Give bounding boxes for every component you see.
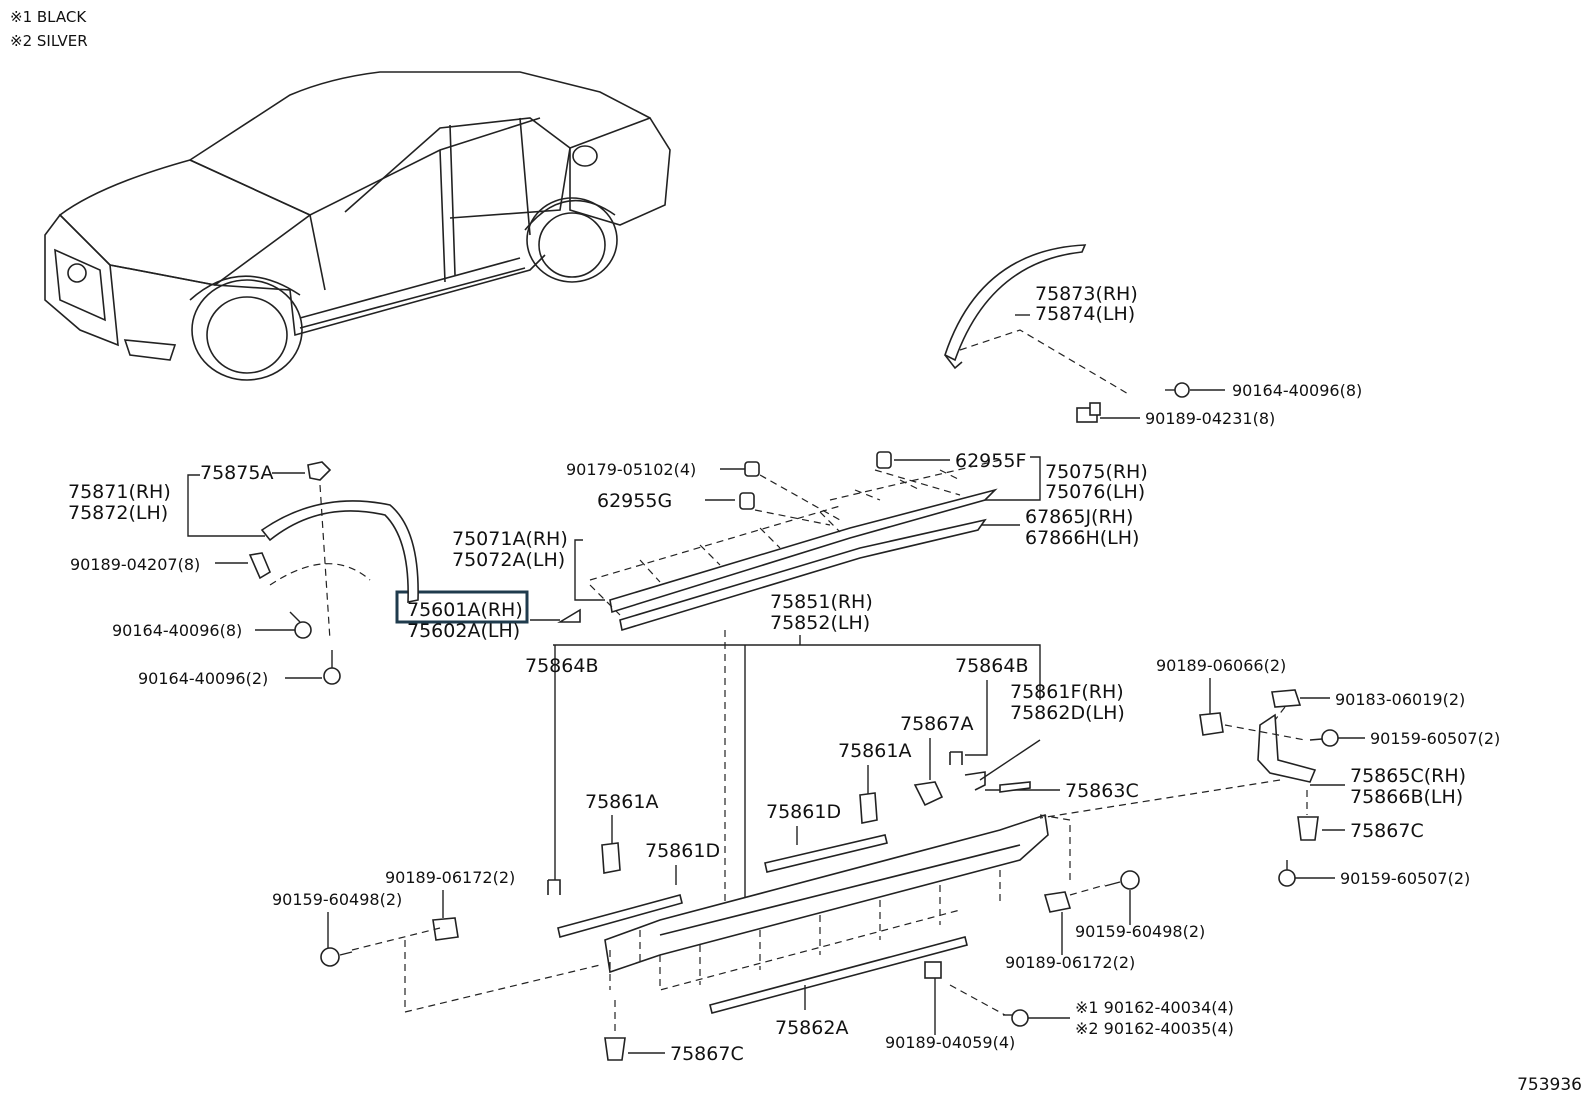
label-90183-06019: 90183-06019(2)	[1335, 690, 1465, 709]
clip-part	[964, 771, 986, 791]
label-75871: 75871(RH)	[68, 481, 171, 503]
label-62955G: 62955G	[597, 490, 672, 512]
nut-icon	[1043, 891, 1072, 913]
label-90164-40096-8: 90164-40096(8)	[112, 621, 242, 640]
screw-icon	[1278, 860, 1296, 887]
label-75072A: 75072A(LH)	[452, 549, 565, 571]
label-90159-60498-left: 90159-60498(2)	[272, 890, 402, 909]
label-75861A-left: 75861A	[585, 791, 658, 813]
label-75862D: 75862D(LH)	[1010, 702, 1125, 724]
label-75861A-mid: 75861A	[838, 740, 911, 762]
screw-icon	[1309, 729, 1339, 747]
note-silver: ※2 SILVER	[10, 32, 88, 50]
clip-icon	[1297, 816, 1319, 841]
rocker-molding-upper	[609, 488, 998, 614]
seal-strip	[557, 894, 683, 938]
label-90162-40034: ※1 90162-40034(4)	[1075, 998, 1234, 1017]
label-75861D-mid: 75861D	[766, 801, 841, 823]
clip-icon	[1271, 689, 1302, 708]
front-arch-molding	[260, 500, 419, 603]
clip-bracket	[547, 879, 561, 895]
nut-icon	[432, 917, 459, 941]
label-90189-04207: 90189-04207(8)	[70, 555, 200, 574]
label-90189-04231: 90189-04231(8)	[1145, 409, 1275, 428]
label-90189-06066: 90189-06066(2)	[1156, 656, 1286, 675]
label-75864B-left: 75864B	[525, 655, 598, 677]
nut-icon	[913, 781, 944, 807]
screw-icon	[1003, 1009, 1029, 1027]
clip-icon	[604, 1037, 626, 1061]
label-67866H: 67866H(LH)	[1025, 527, 1139, 549]
label-75863C: 75863C	[1065, 780, 1139, 802]
label-90189-06172-left: 90189-06172(2)	[385, 868, 515, 887]
label-75867A: 75867A	[900, 713, 973, 735]
label-67865J: 67865J(RH)	[1025, 506, 1133, 528]
clip-icon	[924, 961, 942, 979]
label-75851: 75851(RH)	[770, 591, 873, 613]
label-75861F: 75861F(RH)	[1010, 681, 1124, 703]
seal-strip-bottom	[709, 936, 968, 1014]
label-75865C: 75865C(RH)	[1350, 765, 1466, 787]
clip-icon	[744, 461, 760, 477]
label-75873: 75873(RH)	[1035, 283, 1138, 305]
label-75874: 75874(LH)	[1035, 303, 1135, 325]
label-90159-60498-right: 90159-60498(2)	[1075, 922, 1205, 941]
clip-bracket	[949, 751, 963, 765]
label-75867C-bottom: 75867C	[670, 1043, 744, 1065]
clip-icon	[248, 552, 272, 580]
label-75602A: 75602A(LH)	[407, 620, 520, 642]
label-75864B-right: 75864B	[955, 655, 1028, 677]
label-75601A[interactable]: 75601A(RH)	[407, 599, 523, 621]
label-90189-04059: 90189-04059(4)	[885, 1033, 1015, 1052]
label-62955F: 62955F	[955, 450, 1026, 472]
label-75866B: 75866B(LH)	[1350, 786, 1463, 808]
label-75852: 75852(LH)	[770, 612, 870, 634]
clip-icon	[739, 492, 755, 510]
clip-icon	[876, 451, 892, 469]
label-90159-60507-bot: 90159-60507(2)	[1340, 869, 1470, 888]
screw-icon	[289, 611, 312, 639]
label-90189-06172-right: 90189-06172(2)	[1005, 953, 1135, 972]
label-75075: 75075(RH)	[1045, 461, 1148, 483]
clip-part	[601, 842, 621, 874]
label-90179-05102: 90179-05102(4)	[566, 460, 696, 479]
label-75867C-right: 75867C	[1350, 820, 1424, 842]
rear-bracket	[1257, 713, 1317, 783]
label-75875A: 75875A	[200, 462, 273, 484]
screw-icon	[1165, 382, 1190, 398]
clip-icon	[1076, 402, 1101, 423]
clip-icon	[307, 461, 332, 481]
end-cap-part	[557, 608, 581, 623]
note-black: ※1 BLACK	[10, 8, 87, 26]
clip-part	[859, 792, 878, 824]
label-90164-40096-top: 90164-40096(8)	[1232, 381, 1362, 400]
diagram-id: 753936	[1517, 1075, 1582, 1095]
label-90159-60507-top: 90159-60507(2)	[1370, 729, 1500, 748]
rear-arch-molding	[944, 244, 1087, 370]
screw-icon	[323, 650, 341, 685]
label-75076: 75076(LH)	[1045, 481, 1145, 503]
seal-strip	[764, 834, 888, 873]
seal-part	[999, 781, 1031, 793]
label-75071A: 75071A(RH)	[452, 528, 568, 550]
label-90164-40096-2: 90164-40096(2)	[138, 669, 268, 688]
label-75861D-left: 75861D	[645, 840, 720, 862]
screw-icon	[320, 947, 353, 967]
label-75872: 75872(LH)	[68, 502, 168, 524]
car-illustration	[44, 71, 671, 381]
label-90162-40035: ※2 90162-40035(4)	[1075, 1019, 1234, 1038]
rocker-molding-lower	[619, 518, 987, 632]
nut-icon	[1199, 712, 1224, 736]
label-75862A: 75862A	[775, 1017, 848, 1039]
screw-icon	[1104, 870, 1140, 890]
highlight-box	[395, 590, 529, 624]
